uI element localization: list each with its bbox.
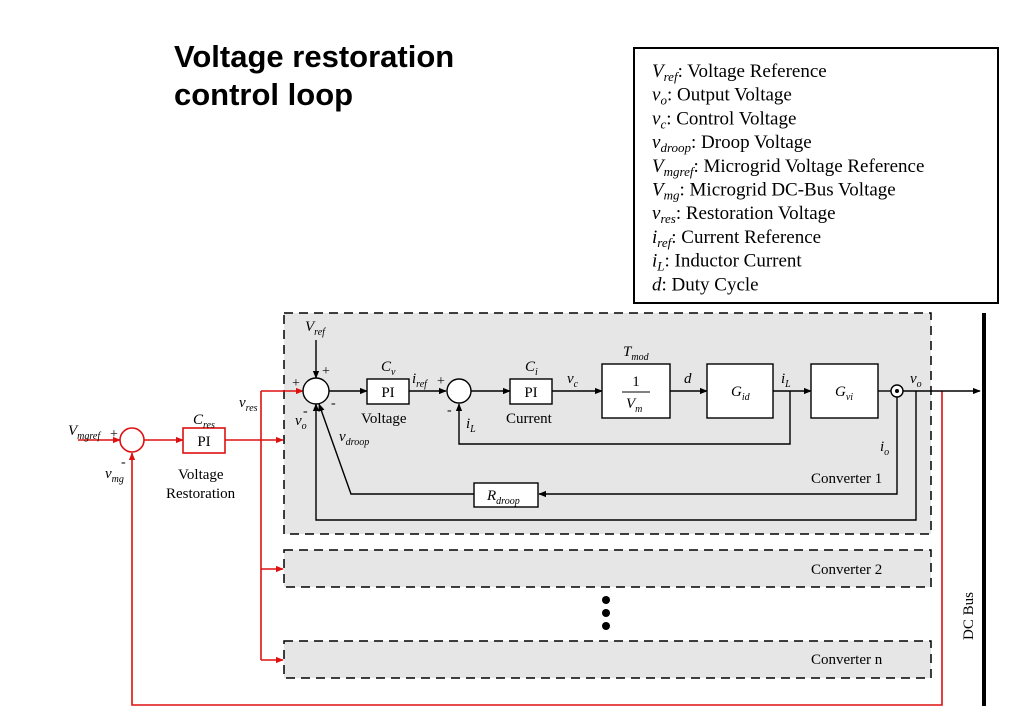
sign-minus: - (447, 403, 452, 418)
legend-item: vo: Output Voltage (652, 85, 792, 108)
legend-box (633, 47, 999, 304)
legend-item: iL: Inductor Current (652, 251, 802, 274)
gvi-label: Gvi (835, 384, 853, 403)
current-pi-block (509, 378, 553, 405)
legend-item: vc: Control Voltage (652, 108, 796, 131)
voltage-restoration-label-2: Restoration (166, 486, 236, 502)
vo-feedback-label: vo (295, 413, 307, 432)
restoration-summing-junction (119, 427, 145, 453)
restoration-pi-block (182, 427, 226, 454)
sign-minus: - (331, 396, 336, 411)
current-sensor-dot (895, 389, 899, 393)
legend-item: d: Duty Cycle (652, 274, 759, 295)
tmod-label: Tmod (623, 344, 650, 363)
current-block-label: Current (506, 411, 553, 427)
cres-label: Cres (193, 412, 215, 431)
vref-signal-label: Vref (305, 319, 326, 338)
legend-item: vres: Restoration Voltage (652, 203, 836, 226)
io-signal-label: io (880, 439, 889, 458)
restoration-path (78, 387, 943, 706)
il-feedback-label: iL (466, 416, 476, 435)
ci-label: Ci (525, 359, 538, 378)
vmgref-signal-label: Vmgref (68, 423, 101, 442)
restoration-pi-label: PI (197, 434, 210, 450)
il-signal-label: iL (781, 371, 791, 390)
sign-plus: + (292, 376, 300, 391)
legend-item: Vmgref: Microgrid Voltage Reference (652, 156, 924, 179)
cv-label: Cv (381, 359, 396, 378)
converter-2-label: Converter 2 (811, 562, 882, 578)
voltage-pi-block (366, 378, 410, 405)
duty-cycle-signal-label: d (684, 371, 692, 387)
dc-bus-label: DC Bus (961, 592, 977, 640)
sign-plus: + (110, 427, 118, 442)
sign-plus: + (437, 374, 445, 389)
legend-item: Vmg: Microgrid DC-Bus Voltage (652, 180, 896, 203)
sign-minus: - (121, 455, 126, 470)
vres-signal-label: vres (239, 395, 258, 414)
gid-block (706, 363, 774, 419)
title-line-2: control loop (174, 77, 353, 112)
voltage-block-label: Voltage (361, 411, 407, 427)
iref-signal-label: iref (412, 371, 428, 390)
voltage-pi-label: PI (381, 385, 394, 401)
converter-n-label: Converter n (811, 652, 883, 668)
converter-1-label: Converter 1 (811, 471, 882, 487)
legend-item: iref: Current Reference (652, 227, 821, 250)
vc-signal-label: vc (567, 371, 579, 390)
current-pi-label: PI (524, 385, 537, 401)
converter-2-panel (283, 549, 932, 588)
gvi-block (810, 363, 879, 419)
gid-label: Gid (731, 384, 751, 403)
vo-output-label: vo (910, 371, 922, 390)
sign-plus: + (322, 364, 330, 379)
voltage-summing-junction (302, 377, 330, 405)
modulator-numerator: 1 (632, 374, 640, 390)
rdroop-block (473, 482, 539, 508)
voltage-restoration-label-1: Voltage (178, 467, 224, 483)
converter-1-wiring (312, 340, 981, 521)
ellipsis-dot (602, 596, 610, 604)
ellipsis-dot (602, 622, 610, 630)
modulator-block (601, 363, 671, 419)
converter-1-panel (283, 312, 932, 535)
ellipsis-dot (602, 609, 610, 617)
vdroop-signal-label: vdroop (339, 429, 369, 448)
converter-n-panel (283, 640, 932, 679)
title-line-1: Voltage restoration (174, 39, 454, 74)
sign-minus: - (303, 404, 308, 419)
vmg-signal-label: vmg (105, 466, 124, 485)
current-summing-junction (446, 378, 472, 404)
legend-item: Vref: Voltage Reference (652, 61, 827, 84)
legend-item: vdroop: Droop Voltage (652, 132, 812, 155)
modulator-denominator: Vm (626, 396, 642, 415)
rdroop-label: Rdroop (486, 488, 520, 507)
